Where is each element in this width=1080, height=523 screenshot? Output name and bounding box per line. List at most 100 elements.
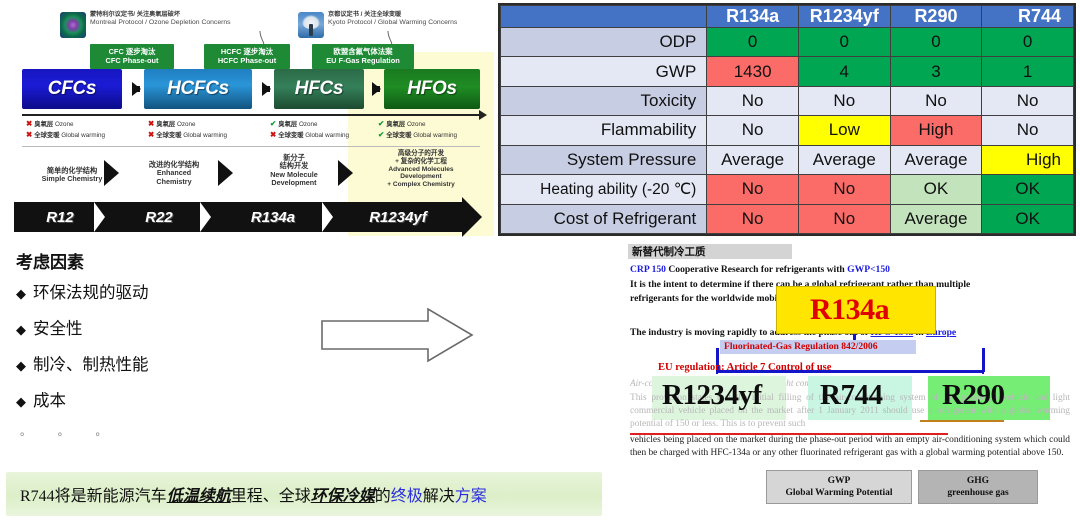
connector-right (982, 348, 985, 372)
eval-cfcs: ✖臭氧层 Ozone ✖全球变暖 Global warming (26, 119, 105, 140)
cell-gwp-r1234yf: 4 (797, 56, 891, 87)
col-header-r1234yf: R1234yf (797, 5, 891, 28)
gas-box-hfcs: HFCs (274, 69, 364, 109)
doc-line-worldwide: refrigerants for the worldwide mobile A/… (630, 293, 842, 304)
reg-pill-eu-fgas: 欧盟含氟气体法案 EU F-Gas Regulation (312, 44, 414, 69)
considerations-panel: 考虑因素 ◆环保法规的驱动 ◆安全性 ◆制冷、制热性能 ◆成本 。 。 。 (14, 248, 314, 463)
cell-toxicity-r134a: No (706, 85, 799, 117)
callout-label-r134a: R134a (810, 293, 890, 326)
reg-pill-hcfc-en: HCFC Phase-out (217, 56, 277, 66)
gas-box-hcfcs: HCFCs (144, 69, 252, 109)
cell-gwp-r134a: 1430 (706, 56, 799, 87)
refrigerant-step-r1234yf: R1234yf (334, 202, 462, 232)
conclusion-p3: 的 (374, 488, 391, 505)
doc-line-fgas-regulation: Fluorinated-Gas Regulation 842/2006 (724, 341, 878, 352)
cell-flammability-r134a: No (706, 115, 799, 146)
cell-odp-r1234yf: 0 (797, 26, 891, 58)
arrow-right-icon (372, 82, 381, 96)
crp150-text: Cooperative Research for refrigerants wi… (665, 264, 848, 275)
arrow-head-icon (462, 197, 482, 237)
row-label-system-pressure: System Pressure (499, 144, 708, 176)
cell-flammability-r1234yf: Low (797, 115, 891, 146)
consideration-label-1: 环保法规的驱动 (33, 283, 149, 302)
cell-flammability-r744: No (981, 115, 1074, 146)
cell-pressure-r290: Average (889, 144, 983, 176)
reg-pill-hcfc: HCFC 逐步淘汰 HCFC Phase-out (204, 44, 290, 69)
reg-pill-cfc: CFC 逐步淘汰 CFC Phase-out (90, 44, 174, 69)
cell-flammability-r290: High (889, 115, 983, 146)
cell-toxicity-r744: No (981, 85, 1074, 117)
row-label-gwp: GWP (499, 56, 708, 87)
industry-text: The industry is moving rapidly to addres… (630, 327, 871, 338)
cross-icon: ✖ (26, 130, 33, 140)
ozone-hole-logo-icon (60, 12, 86, 38)
section-divider (22, 146, 480, 147)
ellipsis-dots: 。 。 。 (20, 426, 119, 438)
cell-cost-r744: OK (981, 203, 1074, 235)
consideration-label-4: 成本 (33, 391, 66, 410)
legend-ghg-abbr: GHG (966, 475, 990, 486)
diamond-bullet-icon: ◆ (16, 358, 26, 373)
cell-pressure-r134a: Average (706, 144, 799, 176)
col-header-r134a: R134a (706, 5, 799, 28)
table-row-odp: ODP 0 0 0 0 (499, 26, 1074, 58)
consideration-item-4: ◆成本 (16, 387, 314, 411)
gwp150-label: GWP<150 (847, 264, 890, 275)
reg-pill-hcfc-cn: HCFC 逐步淘汰 (220, 47, 274, 56)
table-row-gwp: GWP 1430 4 3 1 (499, 56, 1074, 87)
conclusion-blue1: 终极 (390, 488, 423, 505)
cross-icon: ✖ (270, 130, 277, 140)
conclusion-em2: 环保冷媒 (310, 488, 375, 505)
col-header-r744: R744 (981, 5, 1074, 28)
row-label-odp: ODP (499, 26, 708, 58)
gas-box-cfcs: CFCs (22, 69, 122, 109)
callout-box-r1234yf (652, 376, 786, 420)
diamond-bullet-icon: ◆ (16, 286, 26, 301)
cell-pressure-r744: High (981, 144, 1074, 176)
consideration-label-2: 安全性 (33, 319, 83, 338)
legend-gwp: GWP Global Warming Potential (766, 470, 912, 504)
kyoto-smokestack-logo-icon (298, 12, 324, 38)
doc-line-intent: It is the intent to determine if there c… (630, 279, 971, 290)
legend-gwp-abbr: GWP (827, 475, 851, 486)
table-row-system-pressure: System Pressure Average Average Average … (499, 144, 1074, 176)
refrigerant-comparison-table: R134a R1234yf R290 R744 ODP 0 0 0 0 GWP … (498, 3, 1076, 236)
col-header-r290: R290 (889, 5, 983, 28)
cell-heating-r744: OK (981, 174, 1074, 205)
arrow-right-icon (262, 82, 271, 96)
eval-hfcs: ✔臭氧层 Ozone ✖全球变暖 Global warming (270, 119, 349, 140)
table-header-row: R134a R1234yf R290 R744 (499, 5, 1074, 28)
table-row-heating-ability: Heating ability (-20 ℃) No No OK OK (499, 174, 1074, 205)
doc-line-crp150: CRP 150 Cooperative Research for refrige… (630, 264, 890, 277)
consideration-label-3: 制冷、制热性能 (33, 355, 149, 374)
consideration-item-2: ◆安全性 (16, 315, 314, 339)
table-row-toxicity: Toxicity No No No No (499, 85, 1074, 117)
bar-notch (200, 202, 211, 232)
europe-link[interactable]: Europe (925, 327, 957, 338)
chevron-right-icon (104, 160, 119, 186)
table-row-flammability: Flammability No Low High No (499, 115, 1074, 146)
callout-label-r1234yf: R1234yf (662, 379, 762, 411)
cell-gwp-r744: 1 (981, 56, 1074, 87)
cell-odp-r744: 0 (981, 26, 1074, 58)
cell-cost-r290: Average (889, 203, 983, 235)
flow-arrow-right-icon (321, 307, 474, 363)
doc-body-visible: vehicles being placed on the market duri… (630, 435, 1070, 458)
conclusion-p2: 里程、全球 (230, 488, 311, 505)
refrigerant-step-r22: R22 (106, 202, 212, 232)
doc-cn-header: 新替代制冷工质 (628, 244, 792, 259)
conclusion-banner: R744将是新能源汽车低温续航里程、全球环保冷媒的终极解决方案 (6, 472, 602, 516)
montreal-protocol-en: Montreal Protocol / Ozone Depletion Conc… (90, 18, 231, 26)
kyoto-protocol-en: Kyoto Protocol / Global Warming Concerns (328, 18, 458, 26)
conclusion-p1: R744将是新能源汽车 (20, 488, 167, 505)
check-icon: ✔ (270, 119, 277, 128)
reg-pill-eu-fgas-cn: 欧盟含氟气体法案 (333, 47, 393, 56)
arrow-right-icon (132, 82, 141, 96)
cell-cost-r1234yf: No (797, 203, 891, 235)
conclusion-blue2: 方案 (454, 488, 487, 505)
timeline-axis (22, 111, 487, 119)
table-row-cost: Cost of Refrigerant No No Average OK (499, 203, 1074, 235)
montreal-protocol-cn: 蒙特利尔议定书/ 关注奥氧层破坏 (90, 11, 181, 18)
